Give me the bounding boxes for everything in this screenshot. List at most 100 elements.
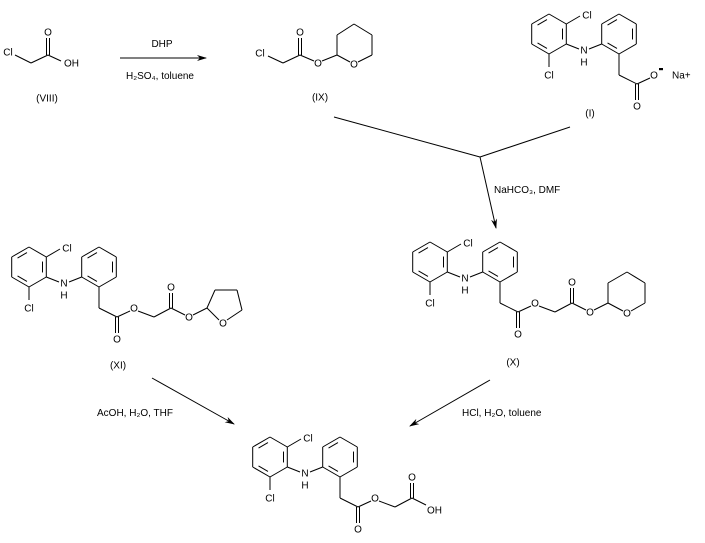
bond [499, 302, 519, 313]
bond [252, 436, 271, 448]
bond [81, 276, 100, 288]
oxygen-atom: O [314, 59, 322, 70]
bond [588, 43, 602, 50]
bond [252, 466, 271, 478]
compound-label: (IX) [312, 93, 328, 104]
bond [299, 54, 315, 62]
bond [11, 246, 30, 258]
chlorine-atom: Cl [3, 48, 12, 59]
oxygen-atom: O [568, 278, 576, 289]
bond [593, 302, 609, 311]
oxygen-atom: O [531, 299, 539, 310]
bond [626, 271, 646, 284]
bond [601, 13, 620, 25]
bond [116, 310, 131, 318]
bond [538, 305, 556, 313]
bond [339, 436, 358, 448]
bond [46, 248, 61, 258]
reaction-arrow-step2: NaHCO₃, DMF [333, 116, 571, 229]
reaction-arrow-step3b: HCl, H₂O, toluene [409, 379, 542, 427]
bond [531, 13, 550, 25]
bond [488, 247, 499, 254]
bond [548, 43, 567, 55]
bond [206, 307, 220, 321]
negative-charge-icon [659, 68, 663, 71]
bond [618, 13, 637, 25]
bond [618, 43, 637, 55]
oxygen-atom: O [350, 60, 358, 71]
chlorine-atom: Cl [303, 434, 312, 445]
hydrogen-atom: H [580, 58, 587, 69]
bond [17, 252, 28, 259]
bond [137, 310, 155, 318]
bond [469, 271, 483, 278]
bond [607, 302, 624, 312]
nitrogen-atom: N [301, 469, 308, 480]
nitrogen-atom: N [580, 46, 587, 57]
bond [87, 275, 98, 282]
hydrogen-atom: H [461, 286, 468, 297]
oxygen-atom: O [514, 330, 522, 341]
chlorine-atom: Cl [463, 239, 472, 250]
bond [269, 466, 288, 478]
bond [282, 54, 301, 64]
bond [322, 436, 341, 448]
bond [30, 54, 49, 64]
oxygen-atom: O [371, 494, 379, 505]
oxygen-atom: O [44, 28, 52, 39]
bond [537, 42, 548, 49]
bond [98, 276, 117, 288]
bond [28, 276, 47, 288]
step2-conditions: NaHCO₃, DMF [494, 185, 560, 196]
bond [226, 309, 243, 321]
step3a-conditions: AcOH, H₂O, THF [97, 408, 173, 419]
bond [269, 436, 288, 448]
compound-label: (I) [585, 109, 594, 120]
bond [170, 307, 186, 316]
compound-label: (XI) [110, 361, 126, 372]
bond [571, 302, 587, 311]
hydroxyl-group: OH [64, 59, 79, 70]
oxygen-atom: O [167, 283, 175, 294]
bond [482, 271, 501, 283]
bond [412, 241, 431, 253]
oxygen-atom: O [296, 28, 304, 39]
bond [566, 15, 581, 25]
bond [630, 302, 646, 312]
bond [267, 55, 284, 64]
bond [236, 289, 243, 311]
bond [258, 465, 269, 472]
chlorine-atom: Cl [265, 494, 274, 505]
bond [11, 276, 30, 288]
chlorine-atom: Cl [544, 71, 553, 82]
bond [339, 466, 358, 478]
chlorine-atom: Cl [62, 244, 71, 255]
bond [554, 302, 573, 313]
bond [357, 500, 372, 508]
chlorine-atom: Cl [24, 304, 33, 315]
bond [447, 271, 461, 278]
oxygen-atom: O [586, 308, 594, 319]
bond [537, 19, 548, 26]
bond [357, 54, 373, 63]
bond [206, 289, 216, 309]
bond [68, 276, 82, 283]
bond [548, 13, 567, 25]
bond [81, 246, 100, 258]
bond [618, 74, 638, 85]
bond [328, 442, 339, 449]
oxygen-atom: O [113, 335, 121, 346]
oxygen-atom: O [130, 304, 138, 315]
bond [322, 466, 341, 478]
hydrogen-atom: H [60, 291, 67, 302]
step1-reagent: DHP [151, 39, 172, 50]
bond [14, 54, 32, 64]
bond [418, 247, 429, 254]
bond [429, 241, 448, 253]
chlorine-atom: Cl [582, 11, 591, 22]
bond [309, 466, 323, 473]
